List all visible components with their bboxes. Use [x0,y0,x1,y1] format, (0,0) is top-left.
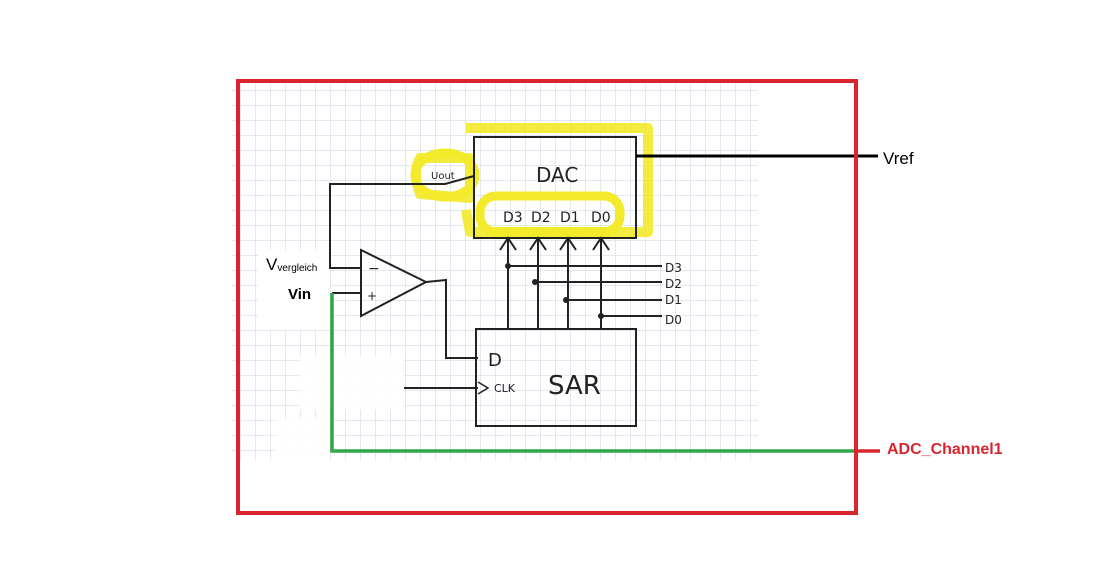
output-d1: D1 [665,293,682,307]
output-d2: D2 [665,277,682,291]
vin-wire [330,293,856,453]
v-main: V [266,255,278,274]
erased-patch [300,355,405,410]
adc-frame [236,79,858,515]
uout-wire [329,175,475,269]
vref-label: Vref [883,149,914,168]
comparator [360,248,429,318]
sar-d-label: D [488,350,502,371]
dac-inputs-highlight [475,191,625,237]
erased-patch [258,250,330,330]
dac-input-d1: D1 [560,210,580,226]
bus-junctions [505,263,604,319]
dac-input-d3: D3 [503,210,523,226]
dac-input-d2: D2 [531,210,551,226]
v-sub: vergleich [277,263,317,274]
comparator-output-wire [425,278,478,359]
dac-input-d0: D0 [591,210,611,226]
sar-block [475,328,637,427]
sar-label: SAR [548,371,601,401]
uout-label: Uout [431,171,455,182]
output-d0: D0 [665,313,682,327]
clk-triangle [477,381,490,395]
v-vergleich-label: Vvergleich [266,255,317,274]
erased-patch [275,418,330,470]
adc-channel-label: ADC_Channel1 [887,441,1003,458]
vin-label: Vin [288,286,311,303]
sar-clk-label: CLK [494,382,516,395]
comparator-minus: − [368,261,380,277]
sar-dac-bus [499,236,662,329]
comparator-plus: + [367,289,377,303]
dac-block [473,136,637,239]
dac-label: DAC [536,163,578,187]
output-d3: D3 [665,261,682,275]
